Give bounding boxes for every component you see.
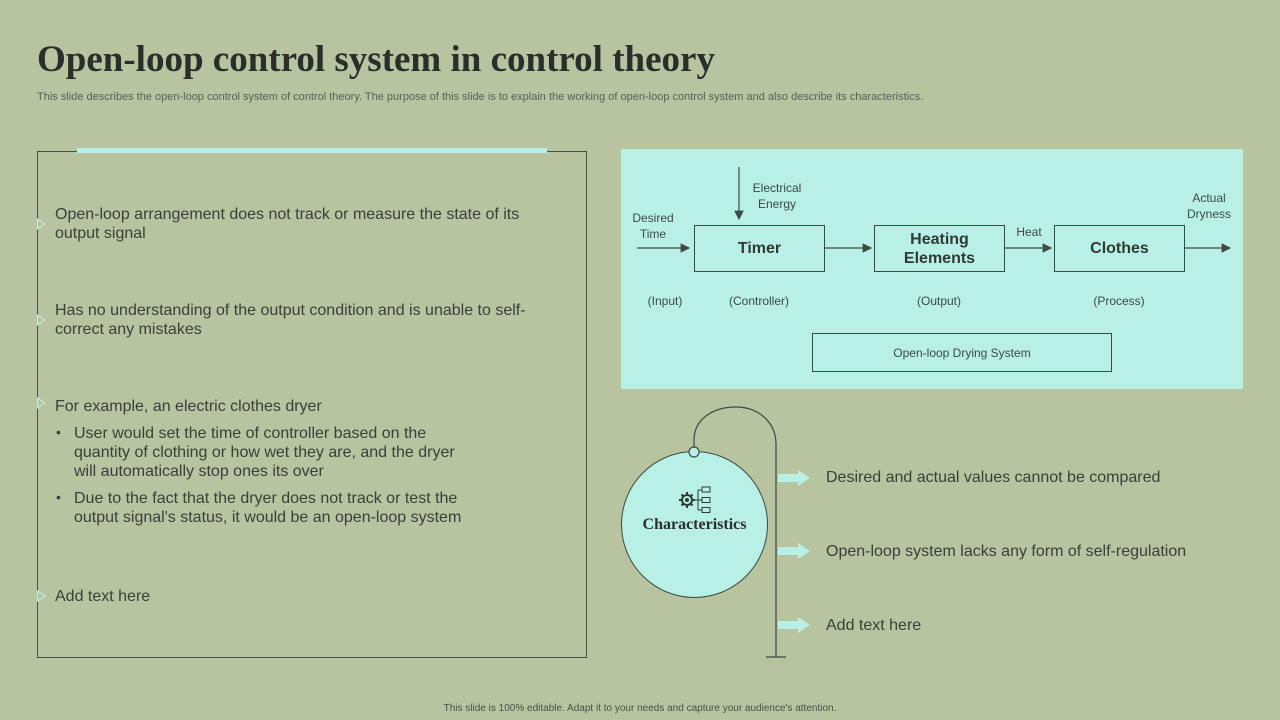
bullet-triangle-icon <box>37 314 46 326</box>
point-item: For example, an electric clothes dryer <box>55 398 322 415</box>
energy-label: Electrical Energy <box>752 181 802 211</box>
page-title: Open-loop control system in control theo… <box>37 39 715 80</box>
sub-bullet-dot: • <box>56 489 61 505</box>
role-label: (Input) <box>647 294 683 308</box>
characteristic-item: Open-loop system lacks any form of self-… <box>826 543 1187 560</box>
role-label: (Controller) <box>728 294 789 308</box>
timer-block: Timer <box>694 225 825 272</box>
role-label: (Process) <box>1093 294 1145 308</box>
point-item: Add text here <box>55 588 151 605</box>
sub-bullet-dot: • <box>56 424 61 440</box>
footer-note: This slide is 100% editable. Adapt it to… <box>443 703 837 714</box>
panel-accent-bar <box>77 148 547 153</box>
input-label: Desired Time <box>632 211 674 241</box>
right-arrow-icon <box>778 470 810 486</box>
sub-point-item: Due to the fact that the dryer does not … <box>74 490 462 526</box>
clothes-block: Clothes <box>1054 225 1185 272</box>
point-item: Has no understanding of the output condi… <box>55 302 526 338</box>
bullet-triangle-icon <box>37 218 46 230</box>
point-item: Open-loop arrangement does not track or … <box>55 206 520 242</box>
gear-flowchart-icon <box>679 486 711 513</box>
characteristics-label: Characteristics <box>642 516 747 533</box>
role-label: (Output) <box>916 294 961 308</box>
bullet-triangle-icon <box>37 590 46 602</box>
characteristic-item: Desired and actual values cannot be comp… <box>826 469 1161 486</box>
bullet-triangle-icon <box>37 397 46 409</box>
characteristics-circle <box>621 451 768 598</box>
output-label: Actual Dryness <box>1186 191 1231 221</box>
page-subtitle: This slide describes the open-loop contr… <box>37 91 924 103</box>
right-arrow-icon <box>778 543 810 559</box>
heat-label: Heat <box>1016 225 1042 239</box>
characteristic-item: Add text here <box>826 617 922 634</box>
right-arrow-icon <box>778 617 810 633</box>
system-label-box: Open-loop Drying System <box>812 333 1112 372</box>
diagram-arrows <box>637 167 1232 253</box>
sub-point-item: User would set the time of controller ba… <box>74 425 455 480</box>
heating-elements-block: Heating Elements <box>874 225 1005 272</box>
